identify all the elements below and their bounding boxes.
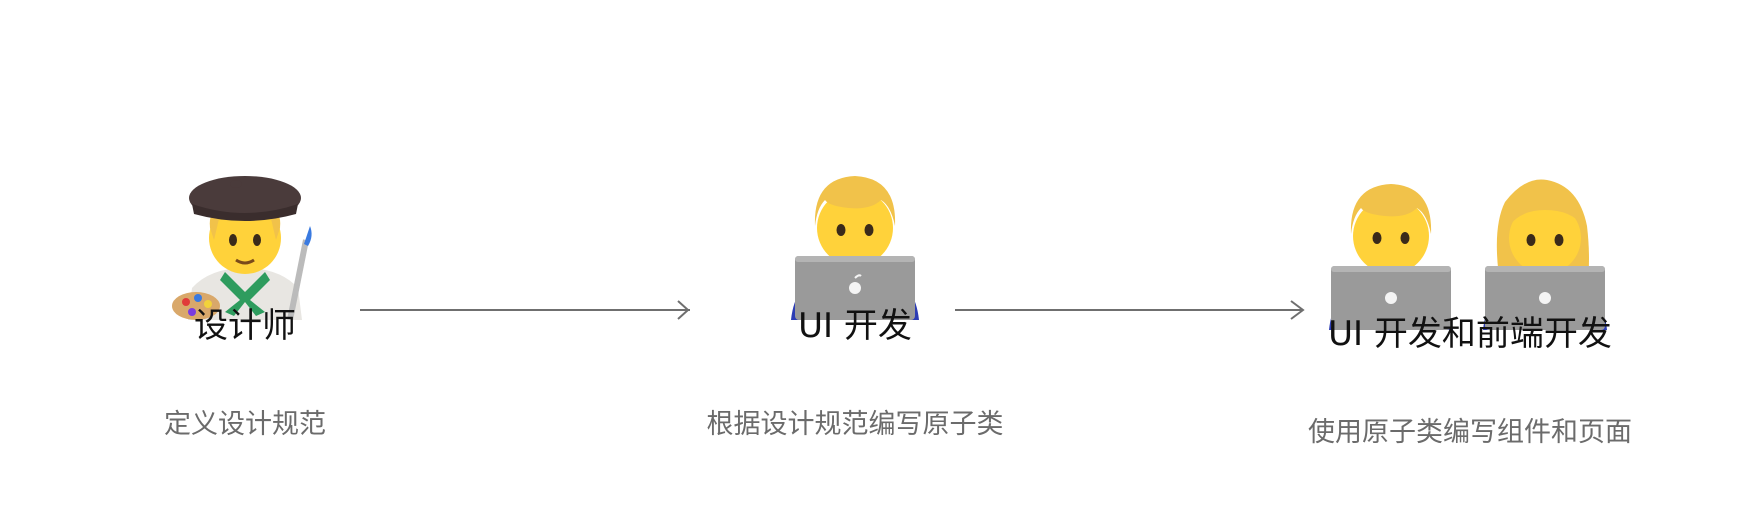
stage-description: 定义设计规范 — [164, 409, 326, 440]
stage-title: UI 开发 — [798, 306, 912, 346]
stage-ui-developer: UI 开发 根据设计规范编写原子类 — [690, 170, 1020, 440]
technologist-emoji-icon — [791, 176, 919, 320]
stage-title: UI 开发和前端开发 — [1328, 314, 1612, 354]
stage-ui-and-frontend-developers: UI 开发和前端开发 使用原子类编写组件和页面 — [1300, 170, 1640, 450]
artist-emoji-icon — [172, 176, 312, 320]
technologist-pair-emoji-icon — [1329, 179, 1607, 330]
flow-arrow-1 — [360, 300, 690, 320]
flow-arrow-2 — [955, 300, 1305, 320]
stage-title: 设计师 — [194, 306, 296, 346]
stage-description: 根据设计规范编写原子类 — [706, 409, 1004, 440]
stage-description: 使用原子类编写组件和页面 — [1308, 417, 1632, 448]
stage-designer: 设计师 定义设计规范 — [130, 170, 360, 440]
